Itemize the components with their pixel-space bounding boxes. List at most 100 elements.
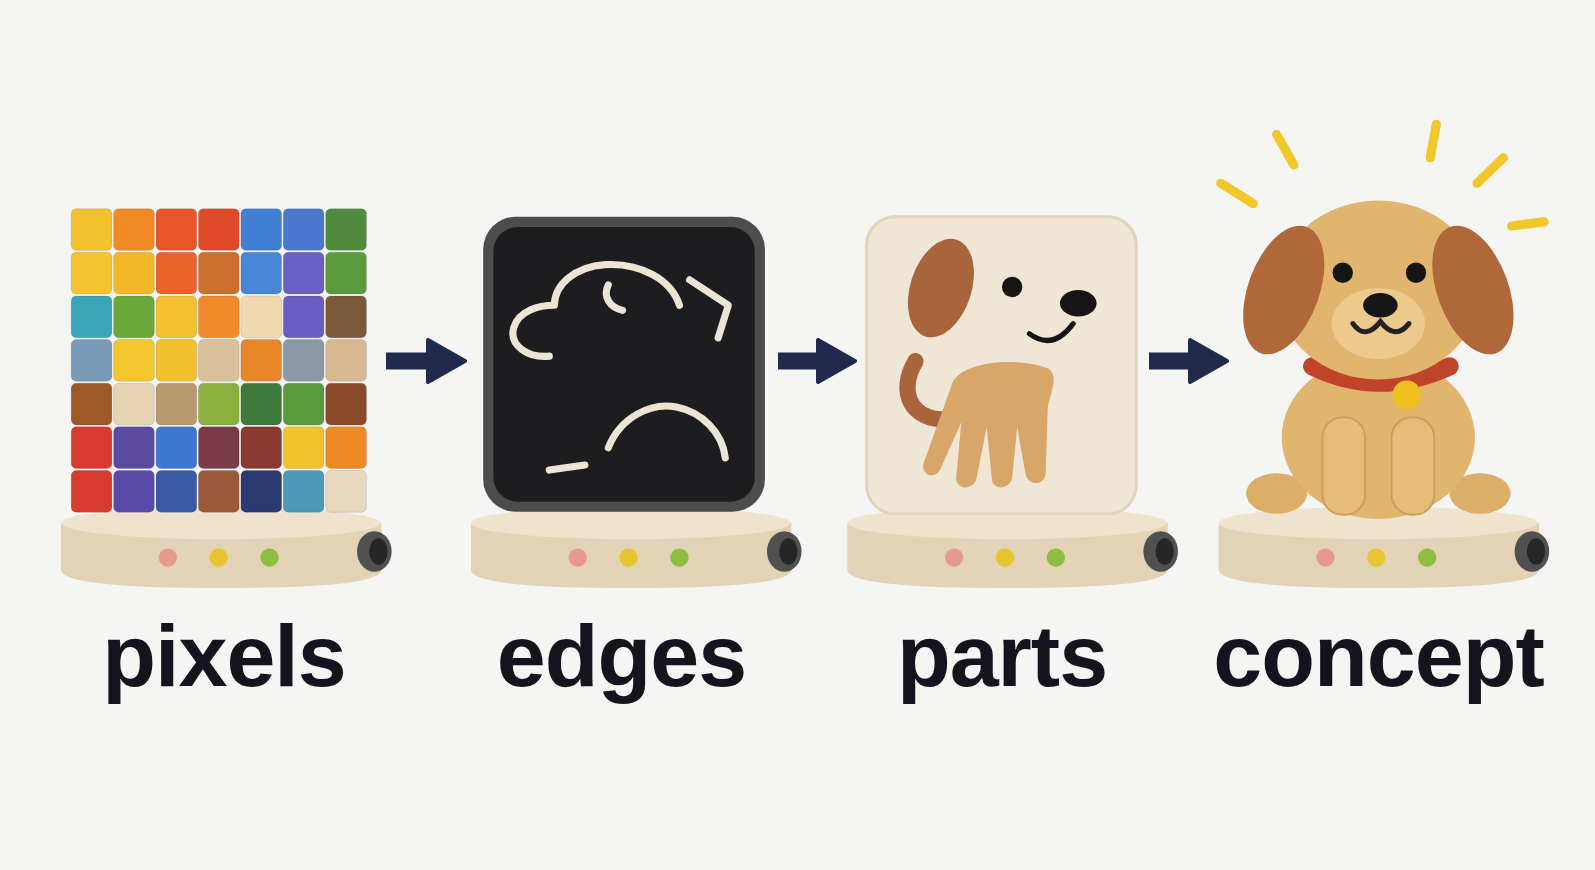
edge-line	[549, 465, 585, 470]
pixel-tile	[198, 427, 239, 469]
pixel-tile	[198, 383, 239, 425]
flow-arrow	[1149, 353, 1227, 370]
pixel-tile	[283, 252, 324, 294]
pixel-tile	[283, 383, 324, 425]
pixel-tile	[326, 471, 367, 513]
stage-node: concept	[1227, 200, 1530, 522]
dog-eye	[1333, 263, 1353, 283]
pixel-tile	[114, 471, 155, 513]
pixel-tile	[241, 340, 282, 382]
pixel-tile	[198, 340, 239, 382]
board-face	[867, 217, 1137, 514]
pixel-tile	[156, 209, 197, 251]
pixel-tile	[71, 296, 112, 338]
pixel-tile	[114, 296, 155, 338]
pixel-tile	[241, 296, 282, 338]
pixel-tile	[114, 383, 155, 425]
pixel-tile	[156, 471, 197, 513]
collar-tag	[1393, 381, 1421, 409]
pixel-grid	[71, 209, 366, 513]
edge-line	[606, 285, 622, 310]
dog-mouth	[1353, 322, 1409, 332]
pedestal	[61, 507, 392, 588]
edge-line	[608, 406, 725, 458]
pixel-tile	[114, 252, 155, 294]
stage-node: edges	[465, 200, 778, 522]
pixel-tile	[326, 252, 367, 294]
stage-label: pixels	[102, 606, 345, 706]
pixel-tile	[198, 252, 239, 294]
dog-body	[1282, 356, 1475, 519]
stage-node: pixels	[62, 200, 386, 522]
pixel-tile	[156, 296, 197, 338]
stage-node: parts	[855, 200, 1149, 522]
pixel-tile	[114, 340, 155, 382]
shine-ray	[1221, 183, 1254, 203]
pixel-tile	[283, 471, 324, 513]
pixel-tile	[326, 383, 367, 425]
nose-part	[1060, 290, 1097, 316]
pixel-tile	[156, 340, 197, 382]
pixel-tile	[283, 340, 324, 382]
dog-muzzle	[1332, 288, 1426, 359]
ear-part	[896, 230, 985, 346]
pixel-tile	[198, 296, 239, 338]
pixel-tile	[283, 296, 324, 338]
pedestal	[847, 507, 1178, 588]
dog-leg	[1392, 417, 1435, 515]
pedestal	[471, 507, 802, 588]
pixel-tile	[326, 209, 367, 251]
pixel-tile	[241, 427, 282, 469]
flow-arrow	[386, 353, 465, 370]
mouth-part	[1029, 324, 1073, 341]
pixel-tile	[156, 383, 197, 425]
eye-part	[1002, 277, 1022, 297]
pixel-tile	[71, 383, 112, 425]
shine-ray	[1477, 158, 1503, 183]
pixel-tile	[241, 252, 282, 294]
pixel-tile	[241, 471, 282, 513]
pixel-tile	[198, 471, 239, 513]
dog-leg	[1322, 417, 1365, 515]
edge-board	[483, 217, 765, 512]
board-frame	[483, 217, 765, 512]
pixel-tile	[326, 340, 367, 382]
dog-nose	[1363, 293, 1398, 317]
edge-line	[513, 264, 680, 356]
pixel-tile	[71, 340, 112, 382]
pixel-tile	[71, 209, 112, 251]
pixel-tile	[326, 427, 367, 469]
stage-label: edges	[497, 606, 746, 706]
board-face	[493, 227, 754, 502]
pixel-tile	[156, 252, 197, 294]
dog-ear	[1417, 215, 1530, 366]
pixel-tile	[156, 427, 197, 469]
pixel-tile	[283, 427, 324, 469]
stage-label: parts	[897, 606, 1107, 706]
pixel-tile	[114, 209, 155, 251]
edge-lines	[513, 264, 728, 470]
pixel-tile	[71, 427, 112, 469]
pedestal	[1219, 507, 1550, 588]
stage-label: concept	[1213, 606, 1543, 706]
pixel-tile	[71, 471, 112, 513]
pixel-tile	[283, 209, 324, 251]
pixel-tile	[241, 383, 282, 425]
parts-board	[867, 217, 1137, 514]
flow-arrow	[778, 353, 855, 370]
pixel-tile	[71, 252, 112, 294]
dog-figure	[1221, 124, 1544, 519]
shine-ray	[1512, 222, 1545, 226]
dog-eye	[1406, 263, 1426, 283]
pixel-tile	[198, 209, 239, 251]
shine-ray	[1430, 124, 1436, 158]
pixel-tile	[326, 296, 367, 338]
dog-ear	[1227, 215, 1340, 366]
shine-ray	[1277, 134, 1294, 165]
pixel-tile	[241, 209, 282, 251]
pixel-tile	[114, 427, 155, 469]
